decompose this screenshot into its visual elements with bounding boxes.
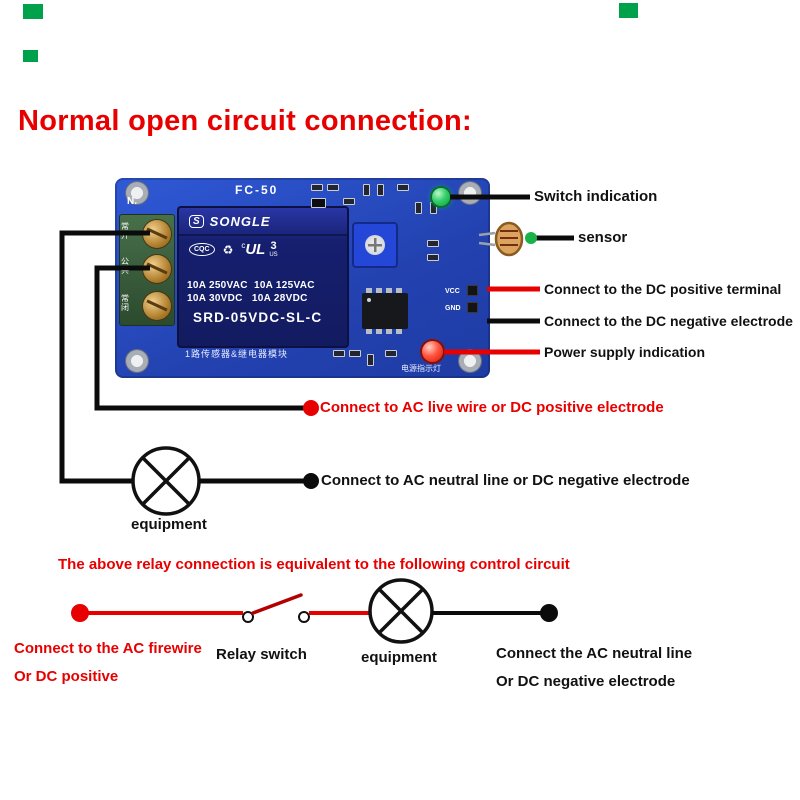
smd-resistor xyxy=(311,184,323,191)
relay-model-number: SRD-05VDC-SL-C xyxy=(193,310,323,325)
ic-chip xyxy=(362,288,408,334)
smd-resistor xyxy=(367,354,374,366)
ac-live-label: Connect to AC live wire or DC positive e… xyxy=(320,399,664,416)
watermark-artifact xyxy=(619,3,638,18)
ac-neutral-label: Connect to AC neutral line or DC negativ… xyxy=(321,472,690,489)
ul-logo: UL xyxy=(245,241,266,258)
ul-mark: c UL 3 US xyxy=(241,240,278,259)
sensor-lead xyxy=(478,231,496,237)
terminal-label-nc: 常闭 xyxy=(121,294,129,312)
smd-resistor xyxy=(327,184,339,191)
page-title: Normal open circuit connection: xyxy=(18,105,473,137)
ac-neutral-dot xyxy=(303,473,319,489)
equipment-symbol-top xyxy=(131,446,304,516)
relay-module-board: FC-50 N. 常开 公共 常闭 S SONGLE CQC ♻ c UL xyxy=(115,178,490,378)
equivalence-note: The above relay connection is equivalent… xyxy=(58,556,570,573)
smd-transistor xyxy=(311,198,326,208)
recycle-icon: ♻ xyxy=(222,242,234,257)
ul-number: 3 xyxy=(270,240,277,252)
switch-lever xyxy=(251,593,303,615)
board-chinese-silkscreen: 1路传感器&继电器模块 xyxy=(185,349,289,359)
watermark-artifact xyxy=(23,4,43,19)
relay-brand-row: S SONGLE xyxy=(189,214,271,229)
callout-lines xyxy=(444,194,574,355)
songle-logo-icon: S xyxy=(189,215,204,228)
vcc-pin-label: VCC xyxy=(445,288,460,295)
mounting-hole xyxy=(126,182,148,204)
sensor-label: sensor xyxy=(578,229,628,246)
bottom-neutral-dot xyxy=(540,604,558,622)
smd-resistor xyxy=(343,198,355,205)
smd-resistor xyxy=(385,350,397,357)
gnd-pin xyxy=(467,302,478,313)
smd-resistor xyxy=(377,184,384,196)
bottom-left-label-2: Or DC positive xyxy=(14,668,119,685)
terminal-screw-nc xyxy=(143,292,171,320)
photoresistor-sensor xyxy=(478,221,524,257)
smd-resistor xyxy=(427,240,439,247)
ic-pin1-dot xyxy=(367,298,371,302)
smd-resistor xyxy=(363,184,370,196)
board-model-silkscreen: FC-50 xyxy=(235,183,279,197)
bottom-right-label-2: Or DC negative electrode xyxy=(496,673,676,690)
relay-component: S SONGLE CQC ♻ c UL 3 US 10A 250VAC 10A … xyxy=(177,206,349,348)
relay-switch-label: Relay switch xyxy=(216,646,307,663)
smd-resistor xyxy=(415,202,422,214)
relay-ratings-dc: 10A 30VDC 10A 28VDC xyxy=(187,293,308,304)
bottom-circuit xyxy=(71,578,558,644)
dc-positive-label: Connect to the DC positive terminal xyxy=(544,281,782,297)
smd-resistor xyxy=(349,350,361,357)
smd-resistor xyxy=(397,184,409,191)
ul-us: US xyxy=(269,252,278,258)
vcc-pin xyxy=(467,285,478,296)
equipment-label-top: equipment xyxy=(131,516,207,533)
relay-brand: SONGLE xyxy=(209,214,271,229)
power-led-chinese-label: 电源指示灯 xyxy=(401,364,441,373)
dc-negative-label: Connect to the DC negative electrode xyxy=(544,313,793,329)
cqc-mark: CQC xyxy=(189,243,215,256)
equipment-label-bottom: equipment xyxy=(361,649,437,666)
gnd-pin-label: GND xyxy=(445,305,461,312)
wire-com-to-live xyxy=(94,265,304,411)
equipment-x xyxy=(141,456,191,506)
ul-c: c xyxy=(241,241,246,250)
equipment-x xyxy=(377,587,425,635)
switch-contact xyxy=(298,611,310,623)
sensor-lead xyxy=(478,241,496,247)
relay-cert-row: CQC ♻ c UL 3 US xyxy=(189,241,278,258)
switch-indication-label: Switch indication xyxy=(534,188,658,205)
power-indicator-led xyxy=(422,341,443,362)
watermark-artifact xyxy=(23,50,38,62)
smd-resistor xyxy=(333,350,345,357)
smd-resistor xyxy=(427,254,439,261)
potentiometer xyxy=(352,222,398,268)
mounting-hole xyxy=(126,350,148,372)
switch-contact xyxy=(242,611,254,623)
relay-seam xyxy=(179,234,347,236)
photoresistor-track xyxy=(500,230,518,246)
bottom-left-label-1: Connect to the AC firewire xyxy=(14,640,202,657)
switch-indicator-led xyxy=(432,188,450,206)
left-wires xyxy=(59,230,304,484)
wire-no-to-equipment xyxy=(59,230,150,484)
terminal-n-label: N. xyxy=(127,196,137,207)
bottom-right-label-1: Connect the AC neutral line xyxy=(496,645,693,662)
mounting-hole xyxy=(459,350,481,372)
potentiometer-screw xyxy=(365,235,385,255)
sensor-dot xyxy=(525,232,537,244)
relay-ratings-ac: 10A 250VAC 10A 125VAC xyxy=(187,280,315,291)
ac-live-dot xyxy=(303,400,319,416)
power-indication-label: Power supply indication xyxy=(544,344,706,360)
